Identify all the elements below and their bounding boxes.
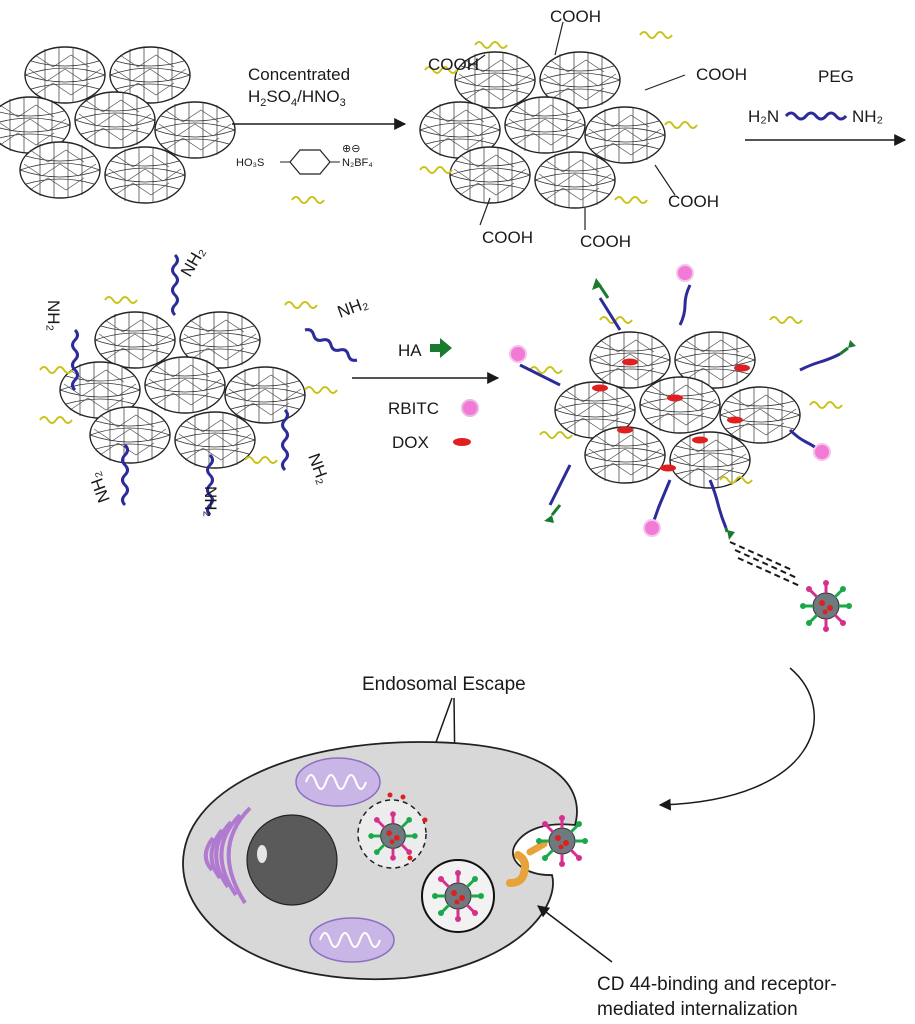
- ha-arrow-icon: [430, 338, 452, 358]
- amine-label-bottom: NH₂: [201, 486, 220, 517]
- nucleolus: [257, 845, 267, 863]
- escaping-endosome: [357, 792, 428, 869]
- dox-label: DOX: [392, 433, 429, 452]
- golgi-apparatus: [203, 806, 252, 905]
- peg-amine-right: NH₂: [852, 107, 883, 126]
- cooh-label-bottom: COOH: [580, 232, 631, 251]
- intact-endosome: [421, 859, 495, 933]
- transition-dashes: [729, 541, 801, 587]
- step3-legend: HA RBITC DOX: [352, 338, 500, 452]
- cd44-annotation-arrow: [537, 905, 613, 963]
- ha-label: HA: [398, 341, 422, 360]
- peg-chain-icon: [784, 111, 848, 121]
- binding-nanoparticle: [534, 813, 590, 869]
- amine-label-bottom-left: NH₂: [85, 469, 114, 505]
- amine-label-right: NH₂: [335, 293, 371, 322]
- diazonium-charges: ⊕⊖: [342, 143, 360, 155]
- functionalized-cluster: [509, 264, 856, 540]
- cooh-label-right: COOH: [696, 65, 747, 84]
- curved-arrow: [658, 667, 815, 811]
- endosomal-escape-label: Endosomal Escape: [362, 674, 526, 695]
- step2-reagents: PEG H₂N NH₂: [745, 67, 907, 146]
- yellow-chain-icon: [291, 196, 325, 204]
- reagent-acids: H2SO4/HNO3: [248, 87, 346, 109]
- amine-label-lower-right: NH₂: [304, 451, 333, 487]
- cd44-label-line1: CD 44-binding and receptor-: [597, 974, 837, 995]
- diazonium-right: N₂BF₄: [342, 157, 373, 169]
- cooh-label-lower-right: COOH: [668, 192, 719, 211]
- mitochondrion-bottom: [309, 917, 395, 963]
- cooh-label-bottom-left: COOH: [482, 228, 533, 247]
- cell: [182, 741, 578, 980]
- benzene-ring-icon: [280, 149, 340, 175]
- carboxylated-cluster: [419, 21, 698, 230]
- reagent-concentrated: Concentrated: [248, 65, 350, 84]
- step1-reagents: Concentrated H2SO4/HNO3 HO₃S ⊕⊖ N₂BF₄: [232, 65, 407, 204]
- dox-icon: [453, 438, 471, 446]
- amine-label-top: NH₂: [177, 244, 209, 280]
- diazonium-left: HO₃S: [236, 157, 264, 169]
- rbitc-dot-icon: [461, 399, 479, 417]
- amine-label-left: NH₂: [44, 300, 63, 331]
- pristine-nanotube-cluster: [0, 47, 235, 203]
- peg-amine-left: H₂N: [748, 107, 779, 126]
- assembled-nanoparticle: [798, 578, 854, 634]
- peg-label: PEG: [818, 67, 854, 86]
- mitochondrion-top: [295, 757, 381, 807]
- rbitc-label: RBITC: [388, 399, 439, 418]
- cd44-receptor: [506, 840, 548, 887]
- cooh-label-top: COOH: [550, 7, 601, 26]
- nucleus: [246, 814, 338, 906]
- cd44-label-line2: mediated internalization: [597, 999, 798, 1020]
- cooh-label-left: COOH: [428, 55, 479, 74]
